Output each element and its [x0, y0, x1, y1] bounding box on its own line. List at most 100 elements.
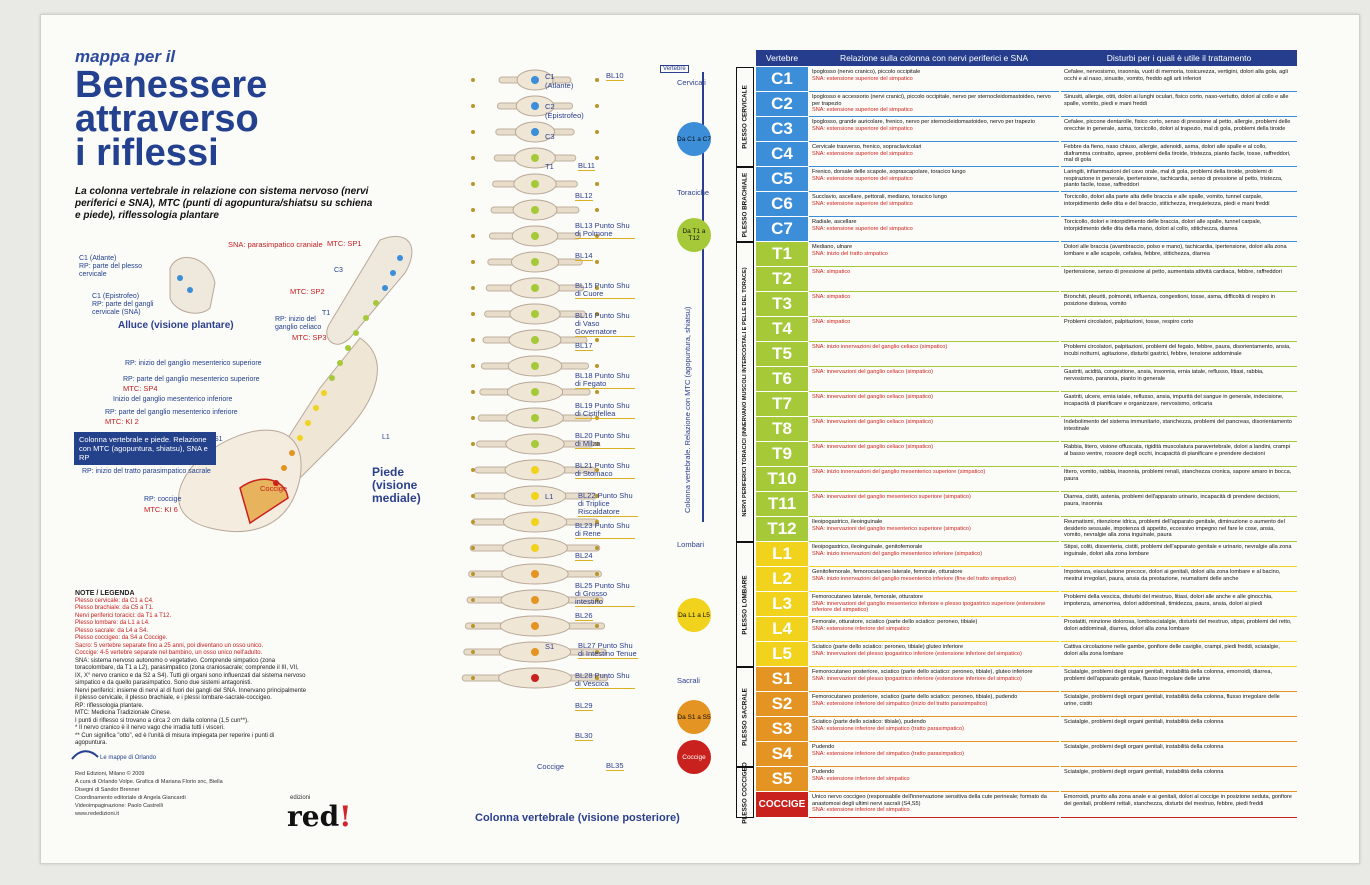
sna-text: SNA: innervazioni del plesso ipogastrico…	[812, 675, 1022, 682]
spine-dot	[531, 336, 539, 344]
disturbi-cell: Febbre da fieno, naso chiuso, allergie, …	[1061, 142, 1297, 167]
red-logo-word: red	[287, 800, 340, 833]
sna-text: SNA: innervazioni del ganglio celiaco (s…	[812, 394, 933, 400]
disturbi-cell: Sciatalgie, problemi degli organi genita…	[1061, 767, 1297, 792]
acupoint-dot	[595, 598, 599, 602]
page-title: Benessere attraverso i riflessi	[75, 66, 375, 174]
l1-label-foot: L1	[382, 434, 390, 441]
disturbi-cell: Ipertensione, senso di pressione al pett…	[1061, 267, 1297, 292]
bl-point-label: BL24	[575, 551, 593, 561]
acupoint-dot	[471, 676, 475, 680]
nerve-cell: Femorale, otturatore, sciatico (parte de…	[809, 617, 1059, 642]
acupoint-dot	[471, 104, 475, 108]
c3-label: C3	[334, 267, 343, 274]
nerve-text: Ileoipogastrico, ileoinguinale, genitofe…	[812, 544, 923, 550]
bl-point-label: BL21 Punto Shu di Stomaco	[575, 462, 635, 479]
bl-point-label: BL29	[575, 701, 593, 711]
title-line-2: attraverso	[75, 98, 259, 140]
plesso-label: NERVI PERIFERICI TORACICI (INNERVANO MUS…	[742, 267, 748, 517]
vertebra-cell: T4	[756, 317, 808, 342]
nerve-cell: SNA: innervazioni del ganglio celiaco (s…	[809, 442, 1059, 467]
sna-text: SNA: simpatico	[812, 319, 851, 325]
nerve-cell: Genitofemorale, femorocutaneo laterale, …	[809, 567, 1059, 592]
bl-point-label: BL15 Punto Shu di Cuore	[575, 282, 635, 299]
spine-dot	[531, 258, 539, 266]
plesso-bracket: PLESSO COCCIGEO	[736, 762, 754, 823]
bl-point-label: BL16 Punto Shu di Vaso Governatore	[575, 312, 635, 337]
spine-dot	[531, 414, 539, 422]
plesso-label: PLESSO CERVICALE	[741, 85, 749, 149]
table-header: Vertebre Relazione sulla colonna con ner…	[756, 50, 1297, 66]
rp-coccige: RP: coccige	[144, 496, 182, 503]
acupoint-dot	[471, 312, 475, 316]
spine-dot	[531, 310, 539, 318]
legend-line: Plesso coccigeo: da S4 a Coccige.	[75, 635, 168, 641]
sna-text: SNA: innervazioni del ganglio celiaco (s…	[812, 369, 933, 375]
nerve-cell: Ipoglosso e accessorio (nervi cranici), …	[809, 92, 1059, 117]
spine-dot	[531, 466, 539, 474]
sna-text: SNA: estensione superiore del simpatico	[812, 175, 913, 182]
vertebra-cell: T3	[756, 292, 808, 317]
legend-line: Sacro: 5 vertebre separate fino a 25 ann…	[75, 642, 264, 649]
disturbi-cell: Reumatismi, ritenzione idrica, problemi …	[1061, 517, 1297, 542]
plesso-label: PLESSO SACRALE	[741, 688, 749, 746]
sna-text: SNA: innervazioni del ganglio mesenteric…	[812, 525, 971, 532]
nerve-cell: SNA: innervazioni del ganglio celiaco (s…	[809, 417, 1059, 442]
nerve-cell: Sciatico (parte dello sciatico: peroneo,…	[809, 642, 1059, 667]
sna-text: SNA: estensione inferiore del simpatico	[812, 625, 910, 632]
acupoint-dot	[471, 286, 475, 290]
nerve-cell: SNA: simpatico	[809, 267, 1059, 292]
legend-line: RP: riflessologia plantare.	[75, 702, 144, 709]
disturbi-cell: Cattiva circolazione nelle gambe, gonfio…	[1061, 642, 1297, 667]
nerve-text: Cervicale trasverso, frenico, sopraclavi…	[812, 144, 922, 150]
vertebra-cell: C2	[756, 92, 808, 117]
disturbi-cell: Ittero, vomito, rabbia, insonnia, proble…	[1061, 467, 1297, 492]
bl-point-label: BL22 Punto Shu di Triplice Riscaldatore	[578, 492, 638, 517]
spine-dot	[531, 232, 539, 240]
acupoint-dot	[595, 208, 599, 212]
bl-point-label: BL25 Punto Shu di Grosso intestino	[575, 582, 635, 607]
acupoint-dot	[471, 338, 475, 342]
spine-dot	[531, 102, 539, 110]
nerve-text: Femorale, otturatore, sciatico (parte de…	[812, 619, 978, 625]
coccige-foot: Coccige	[260, 484, 288, 493]
plesso-bracket: NERVI PERIFERICI TORACICI (INNERVANO MUS…	[736, 242, 754, 542]
acupoint-dot	[471, 468, 475, 472]
acupoint-dot	[471, 260, 475, 264]
c2-rp: RP: parte del gangli cervicale (SNA)	[92, 301, 154, 316]
nerve-text: Femorocutaneo posteriore, sciatico (part…	[812, 694, 1018, 700]
spine-dot	[531, 180, 539, 188]
header-vertebre: Vertebre	[765, 53, 799, 63]
spine-vertebra-label: C1 (Atlante)	[545, 72, 574, 90]
disturbi-cell: Laringiti, infiammazioni del cavo orale,…	[1061, 167, 1297, 192]
disturbi-cell: Sciatalgie, problemi degli organi genita…	[1061, 717, 1297, 742]
mtc-sp4: MTC: SP4	[123, 384, 158, 393]
title-line-3: i riflessi	[75, 132, 219, 174]
sna-text: SNA: estensione superiore del simpatico	[812, 150, 913, 157]
nerve-text: Femorocutaneo posteriore, sciatico (part…	[812, 669, 1033, 675]
spine-vertebra-label: T1	[545, 162, 554, 171]
disturbi-cell: Torcicollo, dolori e intorpidimento dell…	[1061, 217, 1297, 242]
nerve-cell: SNA: simpatico	[809, 292, 1059, 317]
rp-mes-inf: RP: parte del ganglio mesenterico inferi…	[105, 409, 238, 416]
acupoint-dot	[471, 624, 475, 628]
nerve-cell: SNA: inizio innervazioni del ganglio cel…	[809, 342, 1059, 367]
spine-dot	[531, 596, 539, 604]
nerve-cell: Femorocutaneo posteriore, sciatico (part…	[809, 667, 1059, 692]
nerve-cell: Ipoglosso (nervo cranico), piccolo occip…	[809, 67, 1059, 92]
legend-line: Plesso sacrale: da L4 a S4.	[75, 627, 149, 634]
vertebra-cell: C7	[756, 217, 808, 242]
legend-line: Coccige: 4-5 vertebre separate nel bambi…	[75, 650, 263, 656]
sna-text: SNA: innervazioni del ganglio mesenteric…	[812, 600, 1046, 614]
region-label: Sacrali	[677, 676, 700, 685]
bl-point-label: BL26	[575, 611, 593, 621]
